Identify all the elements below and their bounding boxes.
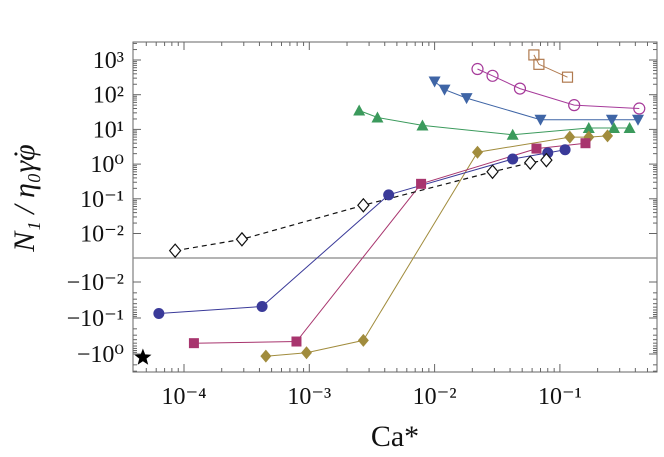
data-point xyxy=(506,128,519,140)
data-point xyxy=(383,189,395,201)
data-point xyxy=(438,84,451,96)
y-axis-title: N₁ / η₀γ̇φ xyxy=(8,144,41,253)
data-point xyxy=(531,143,542,154)
y-tick-label: 10⁻¹ xyxy=(80,187,124,213)
data-point xyxy=(353,104,366,116)
data-point xyxy=(260,349,272,363)
y-tick-label: 10⁰ xyxy=(90,152,124,178)
y-tick-label: 10¹ xyxy=(93,117,124,143)
data-point xyxy=(564,130,576,144)
series-markers xyxy=(134,49,646,365)
data-point xyxy=(633,102,646,115)
y-tick-label: −10⁰ xyxy=(77,342,124,368)
data-point xyxy=(134,348,152,365)
series-line xyxy=(265,135,608,357)
x-tick-label: 10⁻⁴ xyxy=(161,384,206,410)
series-lines xyxy=(158,54,640,357)
data-point xyxy=(513,82,527,95)
data-point xyxy=(507,153,519,165)
data-point xyxy=(416,178,427,189)
x-tick-label: 10⁻¹ xyxy=(538,384,582,410)
data-point xyxy=(568,99,581,112)
data-point xyxy=(416,119,429,131)
data-point xyxy=(472,145,484,159)
y-tick-label: 10³ xyxy=(93,48,124,74)
data-point xyxy=(291,336,302,347)
data-point xyxy=(357,197,370,213)
data-point xyxy=(631,114,644,126)
data-point xyxy=(256,301,268,313)
data-point xyxy=(523,155,537,171)
data-point xyxy=(534,114,547,126)
plot-frame xyxy=(132,41,658,373)
data-point xyxy=(153,308,165,320)
x-axis-title: Ca* xyxy=(371,420,419,453)
series-line xyxy=(193,142,586,344)
data-point xyxy=(580,138,591,149)
data-point xyxy=(559,144,571,156)
y-tick-label: 10² xyxy=(93,83,124,109)
data-point xyxy=(168,243,182,259)
data-point xyxy=(607,121,620,133)
data-point xyxy=(357,333,369,347)
y-tick-label: −10⁻¹ xyxy=(67,306,124,332)
data-point xyxy=(602,129,614,143)
data-point xyxy=(471,62,484,76)
axis-tick-labels: 10⁻⁴ 10⁻³ 10⁻² 10⁻¹ 10³ 10² 10¹ 10⁰ 10⁻¹ 10⁻² −10⁻… xyxy=(67,48,582,410)
data-point xyxy=(301,346,313,360)
data-point xyxy=(235,231,249,247)
data-point xyxy=(605,114,618,126)
data-point xyxy=(486,164,499,180)
data-point xyxy=(533,58,545,70)
data-point xyxy=(428,76,441,88)
x-tick-label: 10⁻³ xyxy=(287,384,331,410)
series-line xyxy=(158,149,566,314)
y-tick-label: 10⁻² xyxy=(80,222,124,248)
data-point xyxy=(561,71,574,83)
axis-ticks xyxy=(133,42,657,372)
data-point xyxy=(623,121,636,133)
data-point xyxy=(540,152,553,168)
data-point xyxy=(460,93,473,105)
data-point xyxy=(486,69,499,82)
series-line xyxy=(175,159,547,252)
series-line xyxy=(533,54,568,78)
data-point xyxy=(582,121,595,133)
y-tick-label: −10⁻² xyxy=(67,270,124,296)
x-tick-label: 10⁻² xyxy=(413,384,457,410)
data-point xyxy=(371,111,384,123)
data-point xyxy=(188,338,199,349)
series-line xyxy=(477,68,640,109)
